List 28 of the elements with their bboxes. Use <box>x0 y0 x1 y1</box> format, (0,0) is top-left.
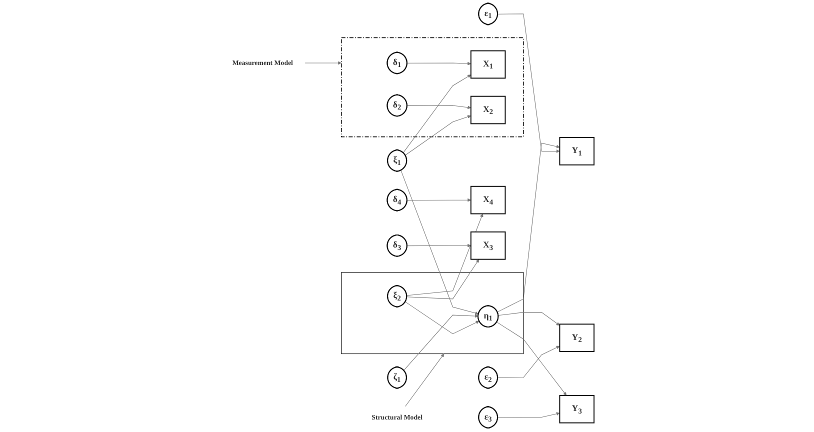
arrow <box>403 314 478 371</box>
arrow <box>406 214 484 296</box>
arrow <box>400 170 479 315</box>
arrow <box>497 412 560 418</box>
node-box <box>559 137 594 166</box>
node-box <box>470 50 506 79</box>
cluster <box>340 272 524 354</box>
node-box <box>559 324 594 352</box>
arrow <box>406 62 471 66</box>
arrow <box>406 244 471 248</box>
arrow <box>402 74 471 154</box>
arrow <box>497 14 560 153</box>
arrow <box>404 354 444 407</box>
arrow <box>497 346 560 378</box>
arrow <box>304 61 342 65</box>
node-box <box>470 231 506 260</box>
arrow <box>496 142 560 312</box>
node-box <box>559 394 594 424</box>
cluster <box>340 37 524 138</box>
arrow <box>404 302 480 334</box>
arrow <box>404 115 471 156</box>
arrow <box>496 322 566 396</box>
node-box <box>470 186 506 214</box>
arrow <box>498 312 560 326</box>
node-box <box>470 96 506 124</box>
arrow <box>406 105 471 110</box>
arrow <box>406 259 480 300</box>
arrow <box>406 198 471 202</box>
